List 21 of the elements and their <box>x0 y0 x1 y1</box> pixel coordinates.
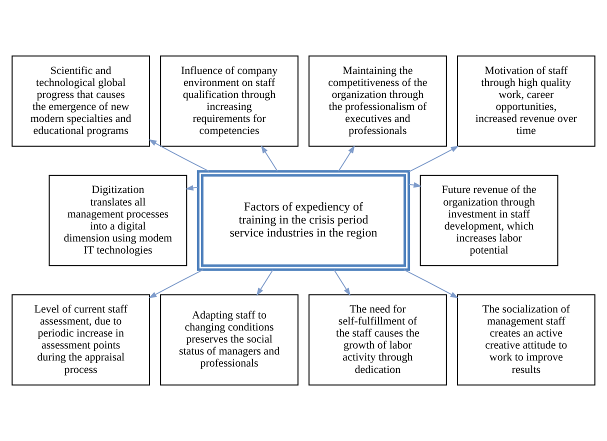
node-box: The need for self-fulfillment of the staff causes the growth of labor activity through dedication <box>308 294 447 386</box>
arrow <box>185 185 198 191</box>
arrow <box>404 269 458 298</box>
node-box: Future revenue of the organization through investment in staff development, which increases labor potential <box>420 174 558 266</box>
arrow <box>338 145 355 172</box>
arrow <box>334 270 351 296</box>
node-box: Adapting staff to changing conditions preserves the social status of managers and professionals <box>160 294 298 386</box>
arrow <box>408 182 422 188</box>
node-box: The socialization of management staff creates an active creative attitude to work to improve results <box>456 294 596 386</box>
node-box: Level of current staff assessment, due to periodic increase in assessment points during the appraisal process <box>12 294 150 386</box>
node-box: Maintaining the competitiveness of the organization through the professionalism of executives and professionals <box>308 56 447 147</box>
arrow <box>148 139 210 172</box>
node-box: Motivation of staff through high quality work, career opportunities, increased revenue over time <box>456 56 596 147</box>
node-box: Influence of company environment on staff qualification through increasing requirements for competencies <box>160 56 298 147</box>
arrow <box>256 270 274 296</box>
node-box: Scientific and technological global progress that causes the emergence of new modern specialties and educational programs <box>12 56 150 147</box>
arrow <box>408 146 459 172</box>
arrow <box>148 269 204 298</box>
node-box: Digitization translates all management processes into a digital dimension using modem IT technologies <box>48 174 188 266</box>
node-box: Factors of expediency of training in the crisis period service industries in the region <box>196 170 410 271</box>
arrow <box>260 145 278 172</box>
